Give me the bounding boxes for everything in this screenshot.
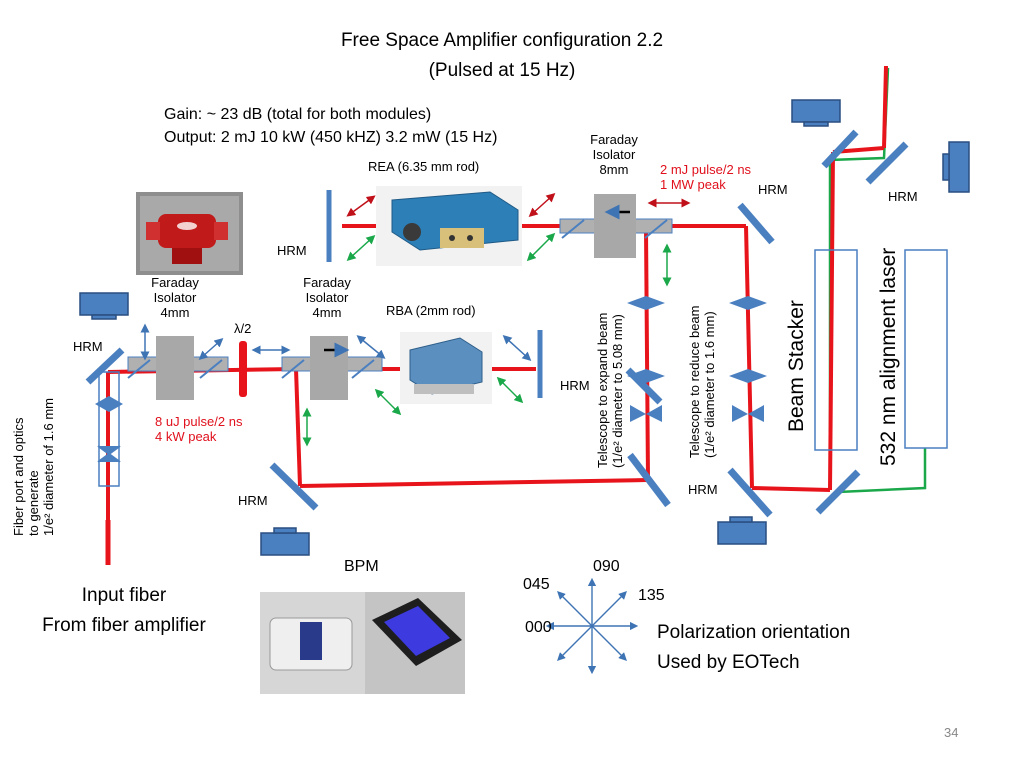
fiber-port-tube [98,371,120,487]
faraday-isolator-photo [136,192,243,275]
fiber-port-line-3: 1/e² diameter of 1.6 mm [40,398,56,536]
telescope-reduce-label: Telescope to reduce beam (1/e² diameter … [687,305,718,458]
telescope-reduce-line-1: Telescope to reduce beam [687,305,702,458]
hrm-label-4: HRM [73,339,103,354]
alignment-laser-box [904,249,948,449]
output-text: Output: 2 mJ 10 kW (450 kHZ) 3.2 mW (15 … [164,129,498,146]
faraday-4mm-a-line-3: 4mm [160,304,190,320]
slide-title-line-2: (Pulsed at 15 Hz) [428,60,576,81]
beam-stacker-label: Beam Stacker [785,300,808,432]
pol-135-label: 135 [638,587,665,604]
input-fiber-line-2: From fiber amplifier [42,615,206,636]
hrm-label-3: HRM [277,243,307,258]
faraday-isolators [127,194,673,400]
faraday-8mm-line-3: 8mm [599,161,629,177]
fiber-port-line-1: Fiber port and optics [11,417,26,536]
polarization-star [545,577,639,675]
faraday-4mm-b-line-2: Isolator [305,289,349,305]
rea-module [376,186,522,266]
beam-direction-arrows [140,192,691,447]
alignment-laser-label: 532 nm alignment laser [877,247,900,466]
hrm-label-7: HRM [238,493,268,508]
fiber-port-lens-2 [97,445,121,463]
faraday-8mm-line-1: Faraday [590,132,638,147]
input-fiber-line-1: Input fiber [81,585,167,606]
pulse-8uj-line-1: 8 uJ pulse/2 ns [155,414,243,429]
polarization-line-1: Polarization orientation [657,622,851,643]
faraday-4mm-b-label: Faraday Isolator 4mm [291,275,363,321]
faraday-8mm-line-2: Isolator [592,146,636,162]
pulse-2mj-line-1: 2 mJ pulse/2 ns [660,162,752,177]
bpm-label: BPM [344,558,379,575]
hrm-mirrors [85,129,909,518]
fiber-port-line-2: to generate [25,470,41,536]
pulse-8uj-label: 8 uJ pulse/2 ns 4 kW peak [155,414,243,445]
half-wave-plate [239,341,247,397]
hrm-label-5: HRM [560,378,590,393]
telescope-expand-line-1: Telescope to expand beam [595,312,610,468]
hrm-label-2: HRM [888,189,918,204]
pulse-2mj-label: 2 mJ pulse/2 ns 1 MW peak [660,162,752,193]
telescope-reduce-line-2: (1/e² diameter to 1.6 mm) [701,311,717,458]
beam-dumps [79,99,970,556]
rea-label: REA (6.35 mm rod) [368,159,480,174]
telescope-reduce-lenses [729,296,767,422]
faraday-8mm-label: Faraday Isolator 8mm [578,132,650,178]
bpm-photo [260,592,465,694]
fiber-port-label: Fiber port and optics to generate 1/e² d… [11,398,57,536]
page-number: 34 [944,725,959,740]
gain-text: Gain: ~ 23 dB (total for both modules) [164,106,432,123]
faraday-4mm-b-line-3: 4mm [312,304,342,320]
telescope-expand-lenses [627,296,665,422]
hrm-label-6: HRM [688,482,718,497]
polarization-line-2: Used by EOTech [657,652,800,673]
faraday-4mm-a-label: Faraday Isolator 4mm [139,275,211,321]
pol-045-label: 045 [523,576,550,593]
pol-000-label: 000 [525,619,552,636]
beam-stacker-box [814,249,858,451]
telescope-expand-label: Telescope to expand beam (1/e² diameter … [595,312,626,468]
input-fiber-label: Input fiber From fiber amplifier [10,581,238,641]
lambda-half-label: λ/2 [234,321,252,336]
pulse-2mj-line-2: 1 MW peak [660,176,726,192]
fiber-port-lens-1 [95,396,123,412]
rba-label: RBA (2mm rod) [386,303,476,318]
faraday-4mm-b-line-1: Faraday [303,275,351,290]
polarization-label: Polarization orientation Used by EOTech [657,618,850,678]
faraday-4mm-a-line-2: Isolator [153,289,197,305]
faraday-4mm-a-line-1: Faraday [151,275,199,290]
hrm-label-1: HRM [758,182,788,197]
slide-title-line-1: Free Space Amplifier configuration 2.2 [340,30,664,51]
pulse-8uj-line-2: 4 kW peak [155,428,217,444]
rba-module [400,332,492,404]
telescope-expand-line-2: (1/e² diameter to 5.08 mm) [609,314,625,468]
pol-090-label: 090 [593,558,620,575]
